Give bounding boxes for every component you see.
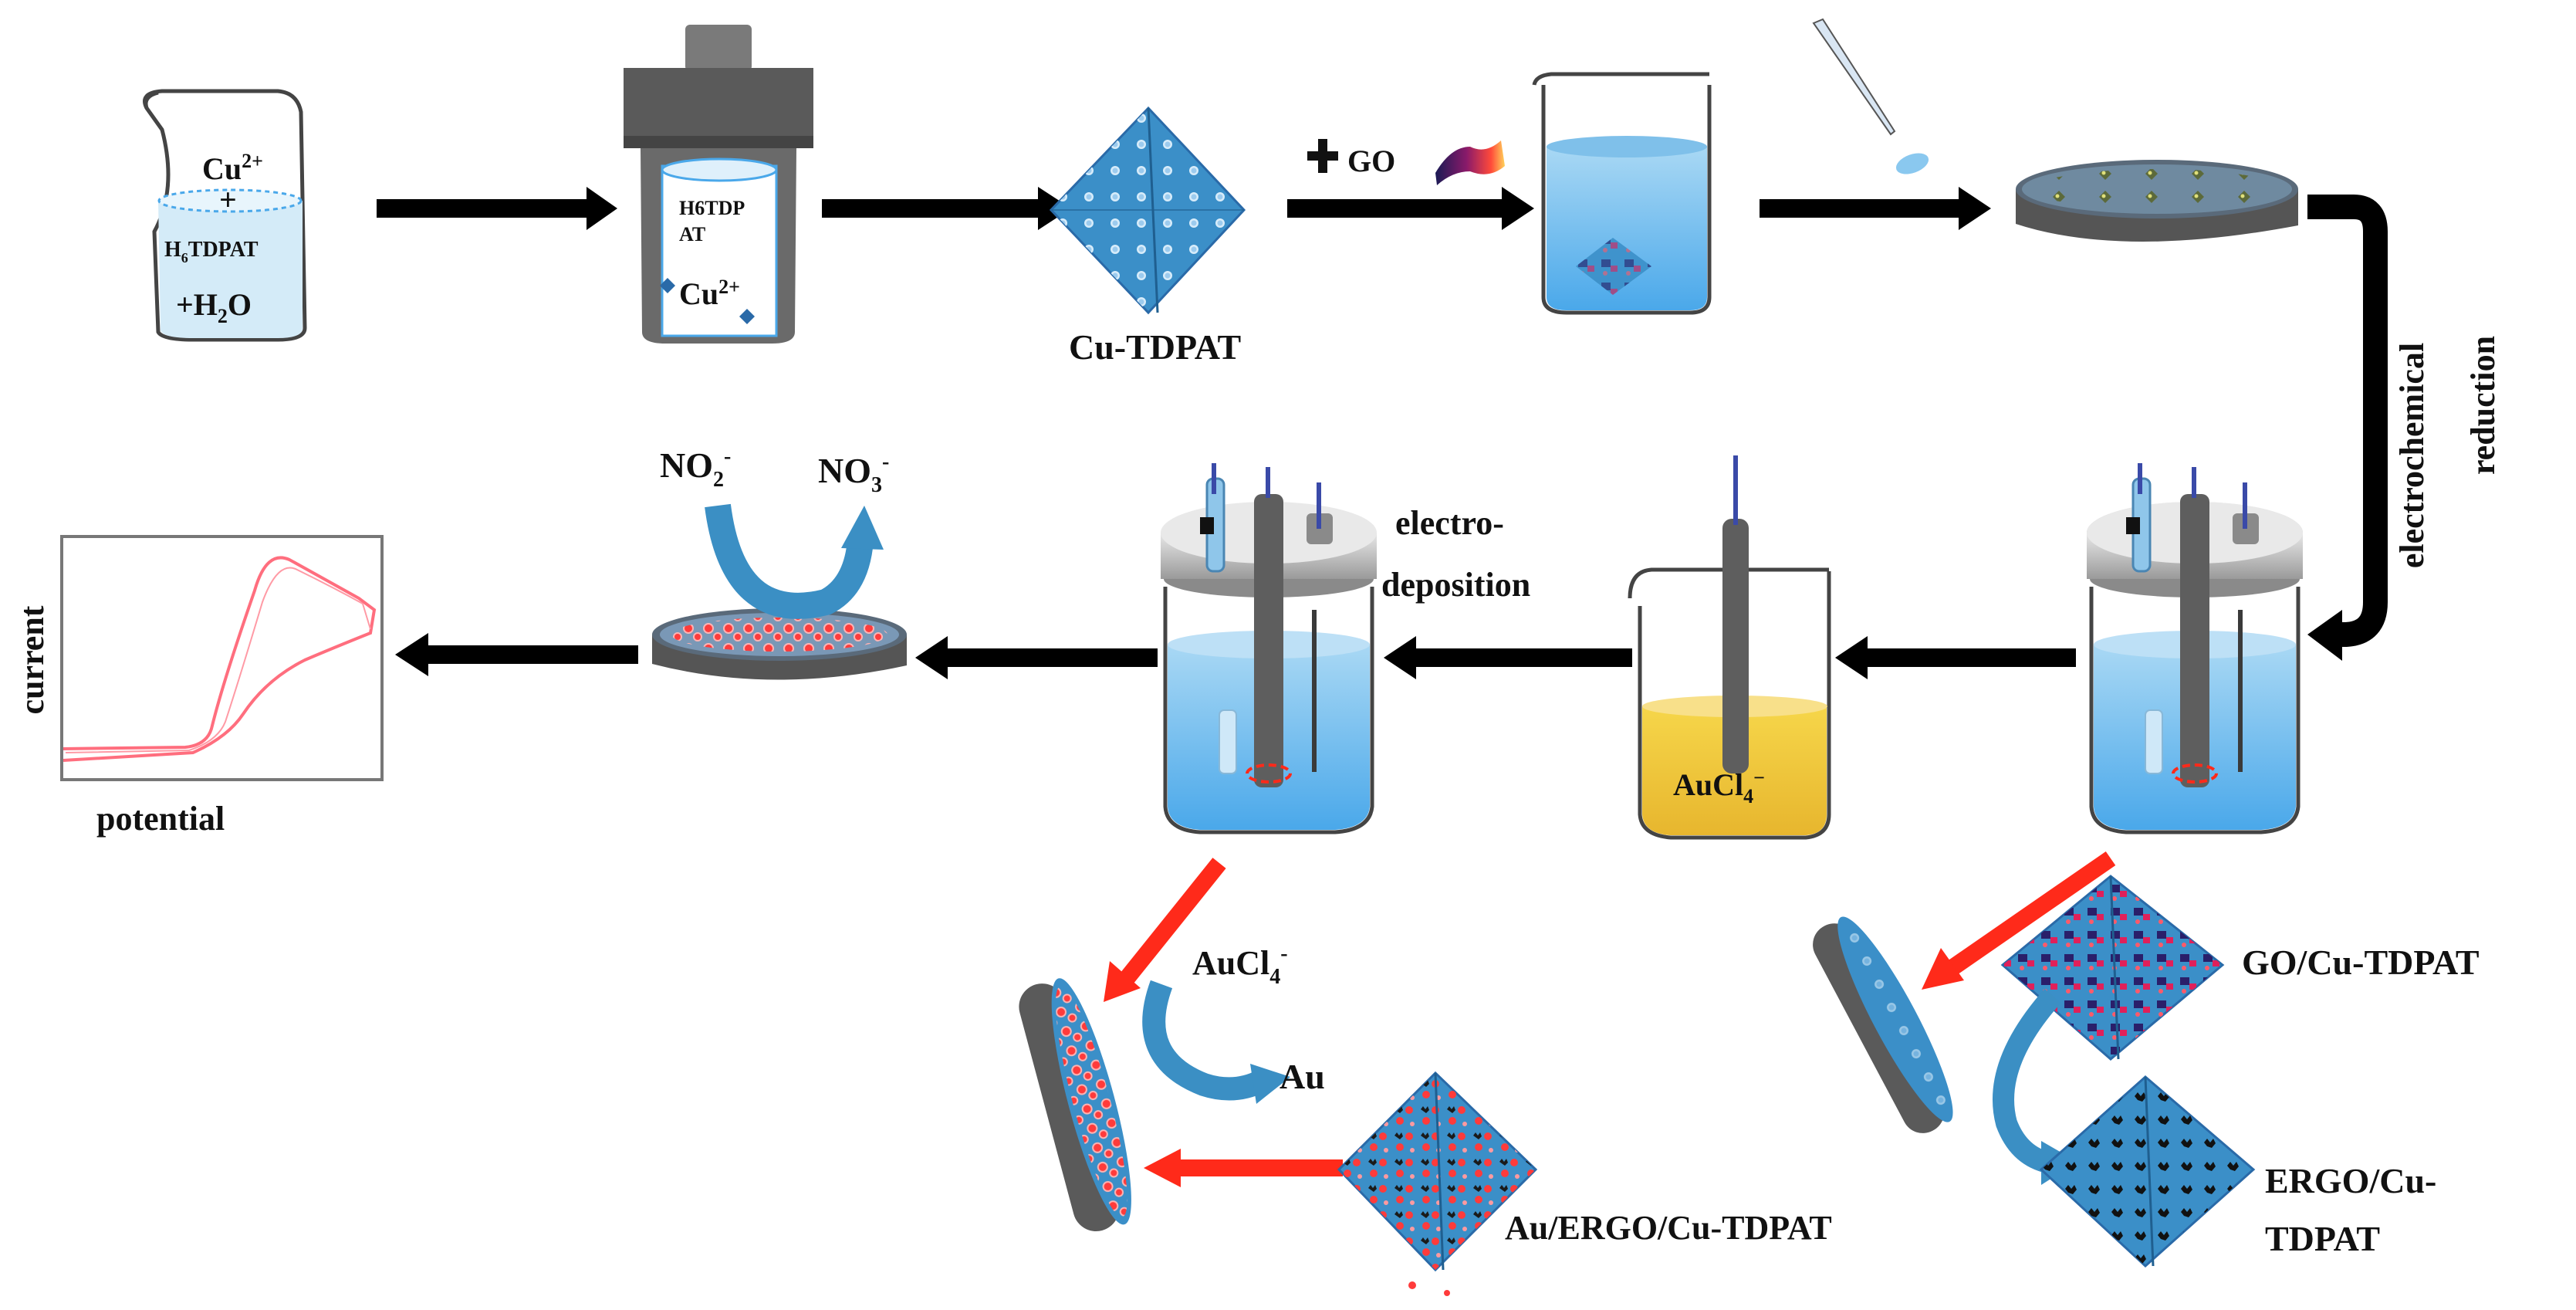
step-arrow-6 bbox=[1384, 636, 1632, 679]
autoclave-ligand-line1: H6TDP bbox=[679, 197, 745, 219]
potential-axis-label: potential bbox=[96, 800, 225, 838]
cv-plot bbox=[60, 535, 384, 781]
dispersion-beaker bbox=[1532, 72, 1712, 315]
ergo-cu-label-line2: TDPAT bbox=[2265, 1219, 2380, 1258]
bent-arrow bbox=[2307, 195, 2388, 647]
red-arrow-au-composite bbox=[1144, 1149, 1343, 1187]
autoclave-cu-label: Cu2+ bbox=[679, 276, 740, 311]
deposition-label: deposition bbox=[1381, 566, 1530, 604]
gold-reduction-arrow bbox=[1142, 980, 1267, 1101]
step-arrow-3 bbox=[1287, 187, 1534, 230]
electrochemical-cell-right bbox=[2087, 463, 2303, 834]
step-arrow-1 bbox=[377, 187, 617, 230]
red-arrow-right-cell bbox=[1922, 851, 2116, 990]
beaker-ligand-label: H6TDPAT bbox=[164, 238, 259, 266]
go-cu-tdpat-octahedron bbox=[2000, 875, 2225, 1061]
nitrite-oxidation-arrow-head bbox=[841, 506, 884, 550]
current-axis-label: current bbox=[13, 605, 51, 714]
step-arrow-4 bbox=[1760, 187, 1991, 230]
au-modified-disk bbox=[1019, 978, 1131, 1231]
au-ergo-octahedron bbox=[1337, 1071, 1538, 1296]
step-arrow-7 bbox=[915, 636, 1158, 679]
reduction-label: reduction bbox=[2464, 336, 2502, 475]
nitrite-oxidation-arrow bbox=[705, 503, 874, 619]
modified-electrode-disk bbox=[2016, 160, 2298, 242]
electrochemical-cell-left bbox=[1161, 463, 1377, 834]
gold-reduction-arrow-head bbox=[1250, 1064, 1290, 1104]
sensing-electrode-disk bbox=[652, 608, 907, 680]
go-reduction-arrow bbox=[1993, 988, 2061, 1173]
ergo-cu-tdpat-octahedron bbox=[2039, 1075, 2256, 1268]
graphene-oxide-sheet-icon bbox=[1435, 140, 1505, 185]
aucl4-detail-label: AuCl4- bbox=[1192, 942, 1288, 989]
autoclave-ligand-line2: AT bbox=[679, 223, 705, 245]
aucl4-beaker-label: AuCl4− bbox=[1673, 767, 1765, 807]
step-arrow-8 bbox=[395, 633, 638, 676]
red-arrow-left-cell bbox=[1104, 858, 1226, 1002]
ergo-cu-label-line1: ERGO/Cu- bbox=[2265, 1161, 2436, 1200]
beaker-water-label: +H2O bbox=[176, 287, 252, 327]
no3-label: NO3- bbox=[818, 450, 889, 497]
cu-tdpat-octahedron bbox=[1049, 106, 1246, 315]
autoclave bbox=[624, 25, 813, 344]
bent-arrow-head bbox=[2307, 610, 2342, 661]
no2-label: NO2- bbox=[660, 445, 731, 492]
electro-label: electro- bbox=[1395, 504, 1504, 542]
precursor-beaker bbox=[143, 89, 307, 342]
au-ergo-cu-tdpat-label: Au/ERGO/Cu-TDPAT bbox=[1505, 1209, 1832, 1247]
cu-tdpat-label: Cu-TDPAT bbox=[1069, 327, 1241, 367]
plus-icon bbox=[1307, 139, 1338, 173]
go-cu-tdpat-label: GO/Cu-TDPAT bbox=[2242, 943, 2480, 982]
au-label: Au bbox=[1280, 1057, 1325, 1096]
step-arrow-5 bbox=[1835, 636, 2076, 679]
beaker-plus-label: + bbox=[219, 182, 237, 217]
beaker-cu-label: Cu2+ bbox=[202, 150, 263, 186]
electrochemical-label: electrochemical bbox=[2393, 343, 2431, 568]
pipette-icon bbox=[1812, 18, 1929, 174]
step-arrow-2 bbox=[822, 187, 1071, 230]
go-label: GO bbox=[1347, 144, 1395, 178]
gold-salt-beaker bbox=[1628, 455, 1831, 840]
ergo-modified-disk bbox=[1813, 916, 1953, 1133]
